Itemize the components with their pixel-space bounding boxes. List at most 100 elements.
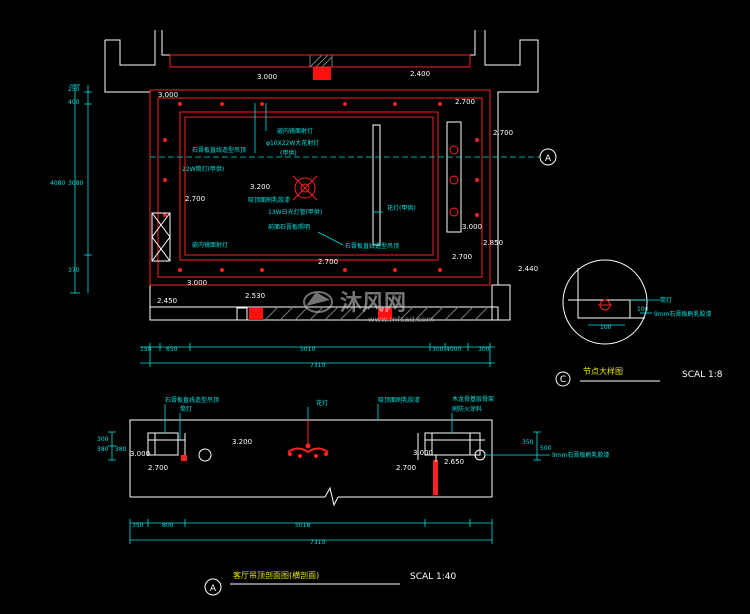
section-level-2: 2.700	[148, 464, 168, 472]
plan-note-7: 前面石膏板照明	[268, 223, 310, 231]
dim-bottom-1: 150	[140, 346, 152, 353]
section-level-1: 3.000	[130, 450, 150, 458]
level-13: 2.450	[157, 297, 177, 305]
section-dim-bottom-2: 800	[162, 522, 174, 529]
spot-column	[446, 121, 462, 233]
plan-notes: 石膏板直线造型吊顶 φ10X22W大花射灯 (甲供) 22W筒灯(甲供) 吸顶面…	[182, 127, 416, 250]
detail-note-1: 筒灯	[660, 296, 672, 304]
spot-lights	[449, 145, 459, 217]
section-dim-right-1: 350	[522, 439, 534, 446]
section-level-4: 3.000	[413, 449, 433, 457]
plan-note-10: 嵌内镜面射灯	[277, 127, 313, 135]
plan-dims-left: 250 400 4080 3080 370	[50, 84, 92, 294]
dim-left-3: 4080	[50, 180, 65, 187]
plan-column	[491, 284, 511, 321]
plan-red-block-bottom-right	[378, 308, 392, 320]
level-1: 3.000	[257, 73, 277, 81]
level-15: 3.000	[158, 91, 178, 99]
level-8: 2.700	[318, 258, 338, 266]
section-red-bar-right	[433, 460, 438, 495]
plan-dims-bottom: 150 650 5010 300 4000 300 7310	[140, 343, 495, 369]
detail-dim-2: 100	[637, 306, 649, 313]
section-dim-bottom-1: 350	[132, 522, 144, 529]
plan-outlet-box	[236, 307, 248, 321]
chandelier-icon	[292, 175, 318, 201]
section-dim-bottom-total: 7310	[310, 539, 325, 546]
dim-bottom-3: 5010	[300, 346, 315, 353]
detail-dim-1: 100	[600, 324, 612, 331]
plan-note-leaders	[254, 103, 383, 246]
dim-bottom-total: 7310	[310, 362, 325, 369]
plan-note-2: φ10X22W大花射灯	[266, 139, 319, 147]
section-note-1: 石膏板直线造型吊顶	[165, 396, 219, 404]
level-3: 2.700	[455, 98, 475, 106]
detail-outline	[577, 268, 645, 319]
section-detail-marker	[198, 448, 212, 462]
section-dims-bottom: 350 800 5018 7310	[129, 519, 493, 546]
section-dim-left-2: 380	[97, 446, 109, 453]
plan-red-block-top	[313, 67, 331, 80]
plan-wall-left	[104, 40, 151, 320]
watermark-text: 沐风网	[340, 291, 406, 316]
plan-note-9: 石膏板直线造型吊顶	[345, 242, 399, 250]
section-level-5: 2.650	[444, 458, 464, 466]
section-level-3: 3.200	[232, 438, 252, 446]
level-10: 2.850	[483, 239, 503, 247]
section-title: 客厅吊顶剖面图(横剖面)	[233, 570, 319, 580]
detail-marker-label: C	[560, 375, 566, 385]
plan-red-block-bottom-left	[249, 308, 263, 320]
dim-bottom-5: 4000	[446, 346, 461, 353]
ceiling-top-band	[169, 54, 471, 68]
detail-marker-circle	[555, 371, 571, 387]
section-marker-label: A	[210, 584, 217, 594]
watermark-logo-icon	[303, 291, 333, 313]
plan-wall-right	[484, 30, 539, 285]
section-level-6: 2.700	[396, 464, 416, 472]
section-note-2: 筒灯	[180, 405, 192, 413]
plan-note-11: 嵌内镜面射灯	[192, 241, 228, 249]
section-dim-left-1: 300	[97, 436, 109, 443]
level-12: 3.000	[187, 279, 207, 287]
dim-left-4: 3080	[68, 180, 83, 187]
detail-note-2: 9mm石膏板刷乳胶漆	[654, 310, 712, 318]
fluorescent-tube	[372, 124, 381, 246]
dim-left-1: 250	[68, 86, 80, 93]
level-6: 2.700	[185, 195, 205, 203]
downlight-dots	[163, 102, 479, 272]
section-dims-left: 300 380 380	[97, 431, 127, 461]
plan-note-4: 22W筒灯(甲供)	[182, 165, 224, 173]
level-9: 2.700	[452, 253, 472, 261]
section-note-right: 9mm石膏板刷乳胶漆	[552, 451, 610, 459]
section-note-4: 吸顶面刷乳胶漆	[378, 396, 420, 404]
level-11: 2.440	[518, 265, 538, 273]
dim-left-5: 370	[68, 267, 80, 274]
ceiling-inner	[179, 111, 439, 261]
plan-note-1: 石膏板直线造型吊顶	[192, 146, 246, 154]
section-marker-label: A	[545, 154, 552, 164]
section-note-6: 刷防火涂料	[452, 405, 482, 413]
plan-view: A 3.000 2.400 2.700 2.700 3.200 2.700 3.…	[50, 30, 557, 369]
section-dim-bottom-3: 5018	[295, 522, 310, 529]
plan-wall-top-left	[105, 30, 156, 66]
detail-title: 节点大样图	[583, 366, 623, 376]
watermark-url: www.mfcad.com	[368, 315, 434, 324]
plan-top-hatch	[309, 54, 333, 68]
section-frame	[129, 419, 493, 497]
level-4: 2.700	[493, 129, 513, 137]
ceiling-outer	[149, 89, 491, 286]
section-downlight-left	[181, 455, 187, 461]
plan-hatch	[264, 306, 489, 321]
section-dim-left-3: 380	[115, 446, 127, 453]
level-2: 2.400	[410, 70, 430, 78]
section-break	[324, 486, 339, 507]
section-chandelier-icon	[287, 420, 329, 458]
ceiling-mid	[157, 97, 483, 278]
dim-bottom-4: 300	[432, 346, 444, 353]
level-7: 3.000	[462, 223, 482, 231]
ceiling-inner-2	[184, 116, 434, 256]
plan-note-5: 吸顶面刷乳胶漆	[248, 196, 290, 204]
section-dim-right-2: 500	[540, 445, 552, 452]
level-5: 3.200	[250, 183, 270, 191]
